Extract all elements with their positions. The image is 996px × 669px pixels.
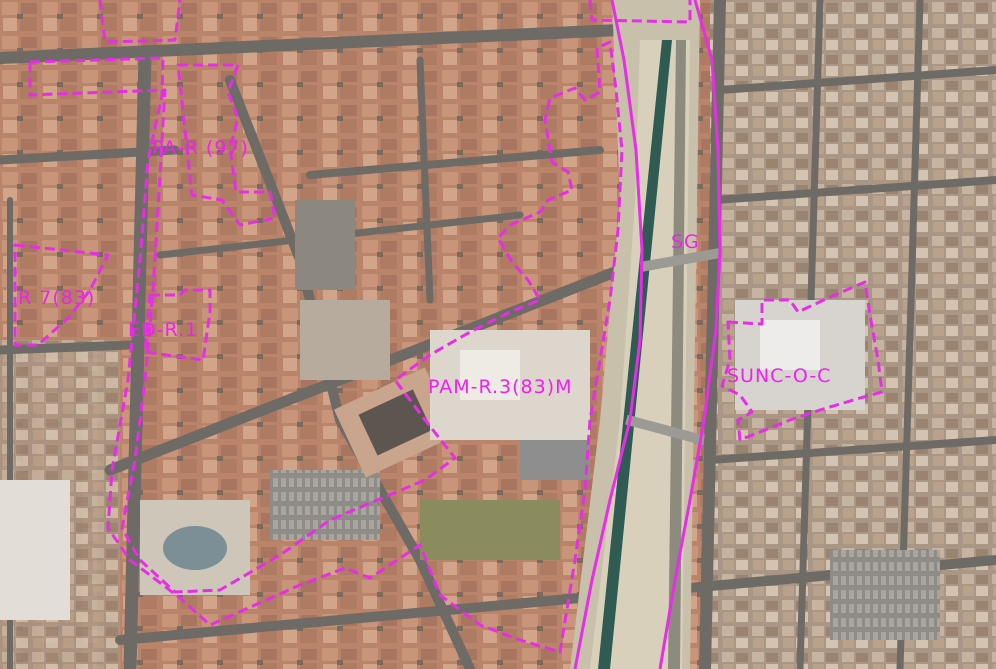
bridge	[639, 248, 721, 272]
zone-boundary-sunc-o-c[interactable]	[720, 280, 884, 442]
zone-label-ed-r-1[interactable]: ED-R.1	[128, 319, 198, 341]
bridge	[625, 414, 705, 446]
park	[420, 500, 560, 560]
plaza	[295, 200, 355, 290]
zone-boundary-sg-west[interactable]	[573, 0, 644, 669]
parking-lot	[270, 470, 380, 540]
zone-label-sg[interactable]: SG	[671, 231, 700, 253]
zone-label-sunc-o-c[interactable]: SUNC-O-C	[727, 365, 831, 387]
market-roofs	[830, 550, 940, 640]
zone-label-pam-r-3-83m[interactable]: PAM-R.3(83)M	[428, 376, 573, 398]
zone-boundary-pam-r-3-83m[interactable]	[28, 40, 624, 654]
zone-boundary-pa-r-97[interactable]	[176, 63, 277, 227]
zone-label-r-7-83[interactable]: R 7(83)	[18, 287, 95, 309]
zone-boundaries	[13, 0, 884, 669]
zone-labels: PA-R (97) R 7(83) ED-R.1 SG PAM-R.3(83)M…	[18, 137, 831, 398]
zone-label-pa-r-97[interactable]: PA-R (97)	[152, 137, 249, 159]
zone-boundary-r-7-83[interactable]	[13, 243, 110, 347]
zone-boundary-ed-r-1[interactable]	[143, 288, 212, 362]
zone-boundary-north[interactable]	[98, 0, 692, 44]
zone-boundary-sg-east[interactable]	[658, 0, 722, 669]
west-building	[0, 480, 70, 620]
open-lot	[300, 300, 390, 380]
canal	[598, 40, 672, 669]
